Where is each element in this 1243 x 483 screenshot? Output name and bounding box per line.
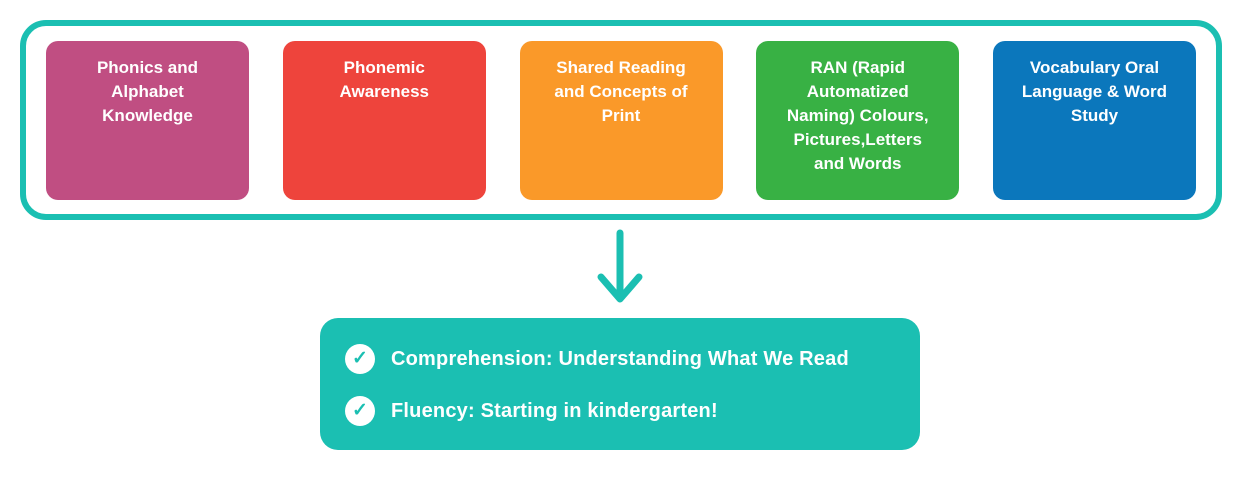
pillar-label: Vocabulary Oral Language & Word Study (1021, 57, 1168, 125)
outcomes-panel: ✓ Comprehension: Understanding What We R… (320, 318, 920, 450)
pillar-label: Shared Reading and Concepts of Print (554, 57, 688, 125)
pillars-frame: Phonics and Alphabet Knowledge Phonemic … (20, 20, 1222, 220)
pillar-phonemic-awareness: Phonemic Awareness (282, 40, 486, 200)
check-icon: ✓ (345, 396, 375, 426)
check-glyph: ✓ (352, 399, 368, 421)
pillar-ran: RAN (Rapid Automatized Naming) Colours, … (756, 40, 960, 200)
outcome-label: Comprehension: Understanding What We Rea… (391, 347, 849, 370)
outcome-label: Fluency: Starting in kindergarten! (391, 399, 718, 422)
pillar-label: Phonics and Alphabet Knowledge (96, 57, 199, 125)
pillar-phonics-alphabet: Phonics and Alphabet Knowledge (46, 40, 249, 200)
pillar-shared-reading: Shared Reading and Concepts of Print (519, 40, 723, 200)
down-arrow-icon (597, 229, 643, 303)
pillar-label: Phonemic Awareness (339, 57, 429, 101)
outcome-comprehension: ✓ Comprehension: Understanding What We R… (345, 344, 920, 374)
pillar-label: RAN (Rapid Automatized Naming) Colours, … (786, 57, 929, 173)
outcome-fluency: ✓ Fluency: Starting in kindergarten! (345, 396, 920, 426)
check-icon: ✓ (345, 344, 375, 374)
check-glyph: ✓ (352, 347, 368, 369)
pillar-vocabulary: Vocabulary Oral Language & Word Study (993, 40, 1196, 200)
